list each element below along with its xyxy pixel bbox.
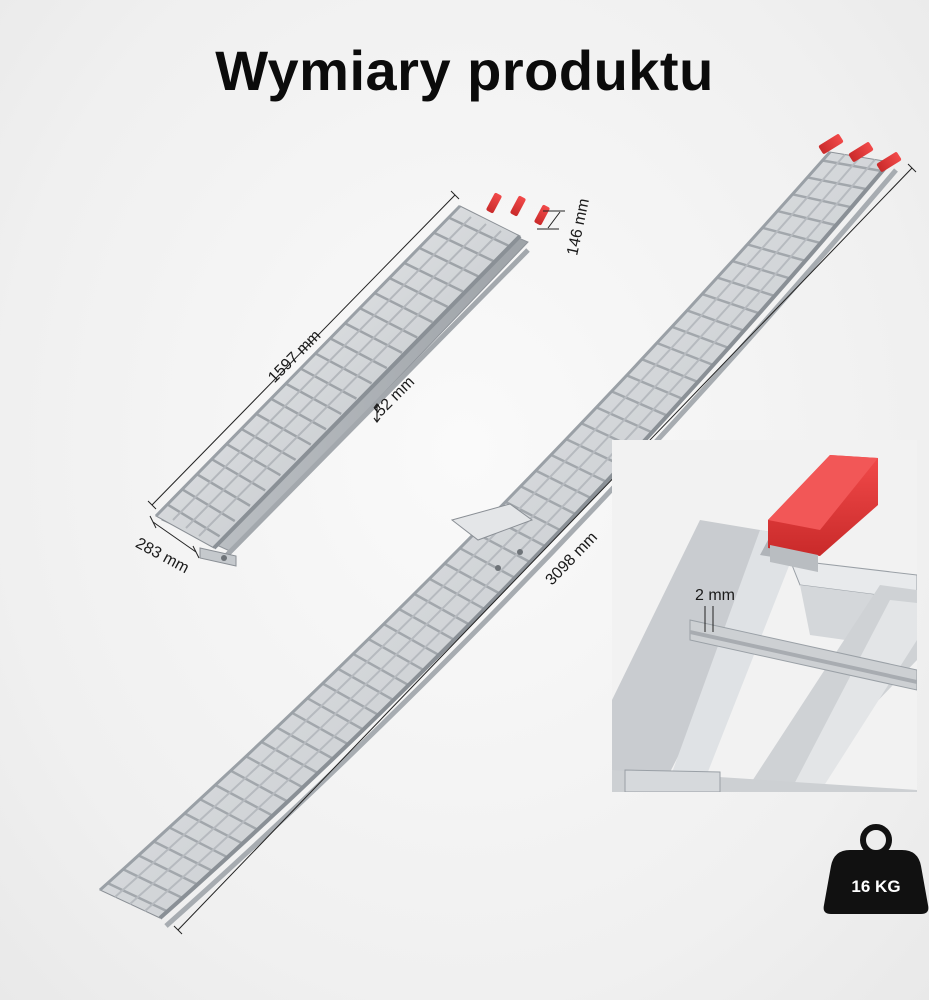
- folded-ramp-red-caps: [486, 192, 550, 226]
- folded-ramp-slat: [198, 230, 502, 537]
- unfolded-ramp-slat: [129, 156, 861, 905]
- unfolded-length-dimension-line: [173, 163, 917, 935]
- folded-ramp-slat: [172, 216, 472, 521]
- unfolded-ramp-rungs: [107, 153, 883, 913]
- material-thickness-dimension: [704, 606, 714, 632]
- material-thickness-label: 2 mm: [695, 587, 735, 604]
- unfolded-ramp-red-caps: [818, 134, 902, 172]
- folded-ramp: [154, 192, 550, 567]
- weight-icon: [823, 824, 929, 914]
- detail-closeup: [612, 440, 917, 792]
- folded-ramp-slat: [185, 223, 487, 529]
- unfolded-ramp-slat: [114, 153, 846, 898]
- unfolded-ramp: [99, 134, 902, 928]
- folded-height-dimension-line: [537, 210, 565, 230]
- folded-height-label: 146 mm: [564, 197, 593, 257]
- unfolded-ramp-slat: [144, 158, 876, 912]
- folded-ramp-rungs: [166, 216, 509, 538]
- weight-label: 16 KG: [851, 877, 900, 896]
- page-title: Wymiary produktu: [215, 39, 714, 102]
- thickness-dimension-arrow: [373, 403, 381, 423]
- width-label: 283 mm: [133, 535, 192, 577]
- width-dimension-line: [149, 515, 200, 559]
- folded-length-dimension-line: [147, 190, 460, 510]
